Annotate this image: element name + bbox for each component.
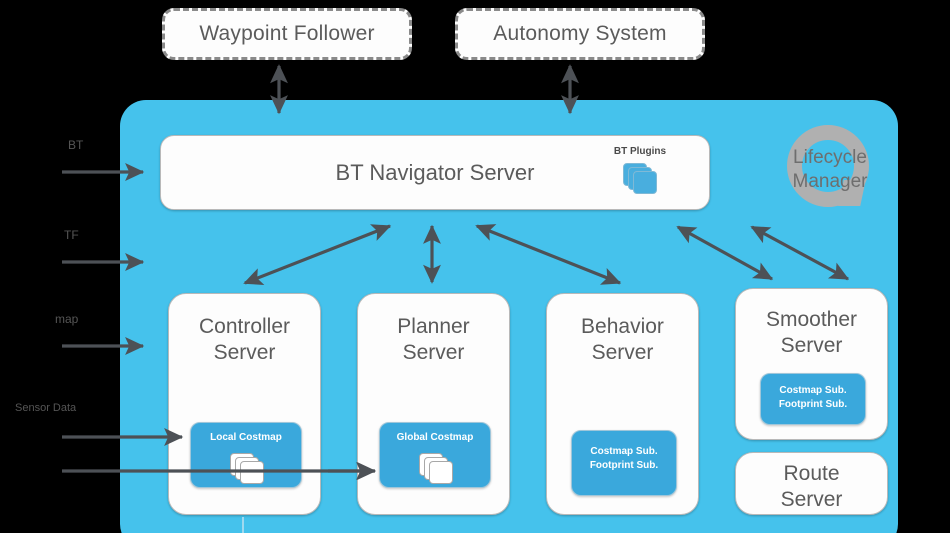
planner-server-title-line2: Server: [402, 341, 465, 364]
lifecycle-manager-label: Lifecycle Manager: [755, 146, 905, 194]
bt-navigator-server-card[interactable]: BT Navigator Server BT Plugins: [160, 135, 710, 210]
smoother-costmap-sub-label: Costmap Sub.: [779, 385, 847, 396]
bt-plugins-group: BT Plugins: [595, 146, 685, 194]
stacked-layers-icon: [623, 163, 657, 194]
planner-server-title-line1: Planner: [397, 315, 470, 338]
tf-input-label: TF: [64, 228, 79, 242]
route-server-title-line2: Server: [780, 488, 843, 511]
behavior-subscriptions-chip[interactable]: Costmap Sub. Footprint Sub.: [571, 430, 677, 496]
planner-server-card[interactable]: Planner Server Global Costmap: [357, 293, 510, 515]
behavior-server-title-line2: Server: [591, 341, 654, 364]
autonomy-system-label: Autonomy System: [493, 22, 667, 45]
autonomy-system-box[interactable]: Autonomy System: [455, 8, 705, 60]
lifecycle-manager-watermark: Lifecycle Manager: [755, 120, 905, 230]
controller-server-title-line2: Server: [213, 341, 276, 364]
behavior-server-title: Behavior Server: [547, 314, 698, 366]
map-input-label: map: [55, 312, 79, 326]
sensor-data-input-label: Sensor Data: [15, 402, 77, 414]
bt-input-label: BT: [68, 138, 84, 152]
smoother-server-title: Smoother Server: [736, 307, 887, 359]
bt-plugins-label: BT Plugins: [613, 146, 667, 157]
waypoint-follower-label: Waypoint Follower: [199, 22, 375, 45]
global-costmap-label: Global Costmap: [396, 432, 474, 443]
smoother-footprint-sub-label: Footprint Sub.: [778, 399, 848, 410]
route-server-title-line1: Route: [783, 462, 840, 485]
lifecycle-manager-line2: Manager: [792, 171, 868, 192]
behavior-costmap-sub-label: Costmap Sub.: [590, 446, 658, 457]
smoother-server-card[interactable]: Smoother Server Costmap Sub. Footprint S…: [735, 288, 888, 440]
controller-server-title: Controller Server: [169, 314, 320, 366]
planner-server-title: Planner Server: [358, 314, 509, 366]
local-costmap-chip[interactable]: Local Costmap: [190, 422, 302, 488]
lifecycle-manager-line1: Lifecycle: [793, 147, 867, 168]
waypoint-follower-box[interactable]: Waypoint Follower: [162, 8, 412, 60]
stacked-layers-icon: [419, 453, 453, 484]
smoother-subscriptions-chip[interactable]: Costmap Sub. Footprint Sub.: [760, 373, 866, 425]
behavior-footprint-sub-label: Footprint Sub.: [589, 460, 659, 471]
route-server-card[interactable]: Route Server: [735, 452, 888, 515]
route-server-title: Route Server: [736, 461, 887, 513]
stacked-layers-icon: [230, 453, 264, 484]
global-costmap-chip[interactable]: Global Costmap: [379, 422, 491, 488]
controller-server-title-line1: Controller: [198, 315, 291, 338]
local-costmap-label: Local Costmap: [210, 432, 282, 443]
controller-server-card[interactable]: Controller Server Local Costmap: [168, 293, 321, 515]
behavior-server-card[interactable]: Behavior Server Costmap Sub. Footprint S…: [546, 293, 699, 515]
smoother-server-title-line1: Smoother: [765, 308, 858, 331]
smoother-server-title-line2: Server: [780, 334, 843, 357]
behavior-server-title-line1: Behavior: [581, 315, 664, 338]
bt-navigator-server-title: BT Navigator Server: [335, 160, 535, 185]
